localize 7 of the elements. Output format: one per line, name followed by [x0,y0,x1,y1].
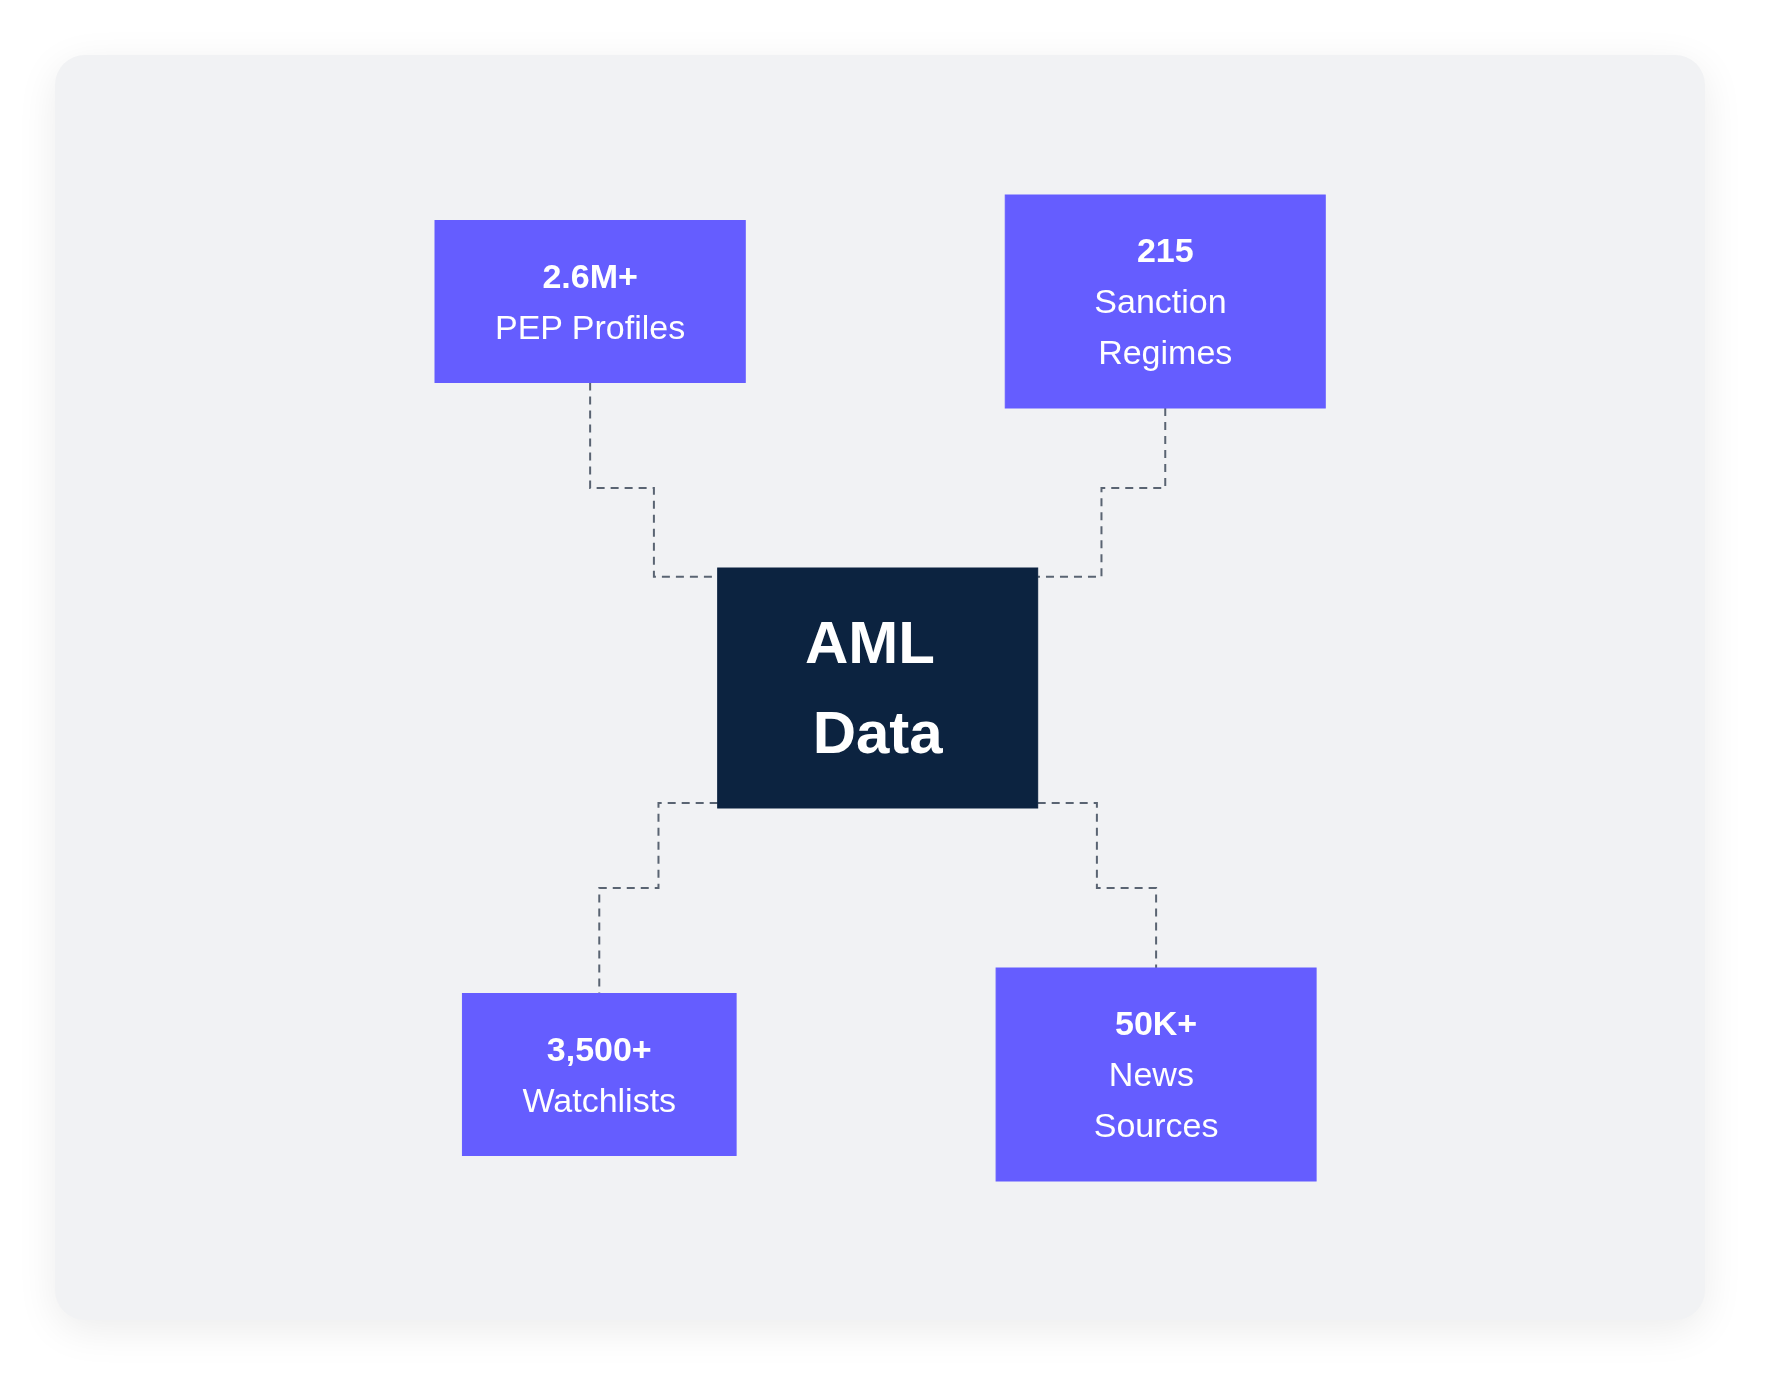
connector [1036,406,1167,578]
node-box: AML Data [717,567,1039,808]
connector [1036,801,1157,969]
node-box: 215 Sanction Regimes [1004,194,1326,408]
node-box: 50K+ News Sources [995,967,1317,1181]
node-box: 2.6M+ PEP Profiles [434,219,746,383]
node-box: 3,500+ Watchlists [461,992,737,1156]
